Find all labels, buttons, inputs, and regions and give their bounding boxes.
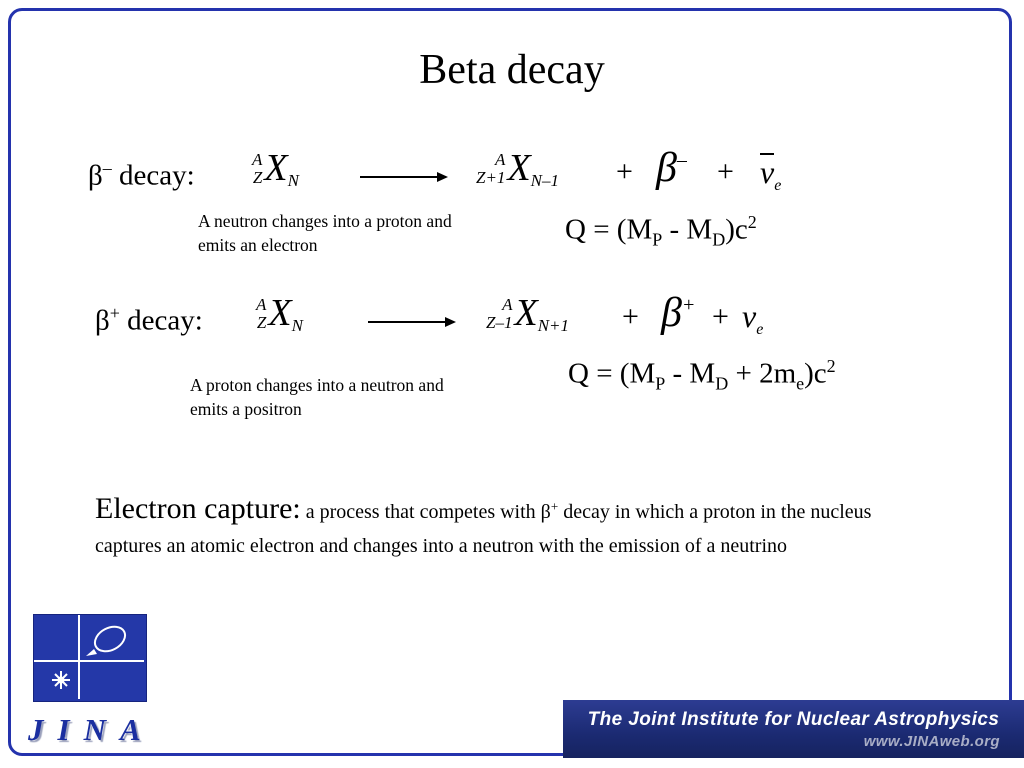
reaction-arrow-icon [368,317,456,327]
plus-sign: + [712,300,729,333]
beta-minus-caption: A neutron changes into a proton and emits… [198,210,452,257]
electron-capture-body: a process that competes with β [300,501,551,523]
plus-sign: + [622,300,639,333]
q-part: )c [725,213,748,246]
neutron-number: N–1 [530,171,559,191]
q-part: - M [665,357,716,390]
mass-number: A [495,150,506,170]
beta-particle: β– [656,147,687,189]
q-sub: P [652,229,663,250]
mass-number: A [252,150,263,170]
mass-number: A [256,295,267,315]
q-part: )c [804,357,827,390]
beta-symbol: β [88,159,103,192]
plus-sign: + [616,155,633,188]
neutron-number: N [287,171,299,191]
jina-logo [33,614,147,702]
atomic-number: Z [252,168,263,188]
atomic-number: Z–1 [486,313,513,333]
logo-letter-n: N [83,712,106,747]
neutrino: νe [742,298,763,338]
beta-charge: – [676,149,687,171]
atomic-number: Z [256,313,267,333]
banner-url: www.JINAweb.org [863,733,1000,750]
beta-plus-label: β+ decay: [95,303,203,338]
jina-logo-icon [34,615,144,699]
beta-plus-sup: + [550,498,559,514]
banner-title: The Joint Institute for Nuclear Astrophy… [587,709,1000,730]
antineutrino: νe [760,153,781,194]
beta-sign: – [102,158,112,178]
q-part: + 2m [728,357,797,390]
element-symbol: X [514,292,538,334]
nu-subscript: e [774,177,782,194]
mass-number: A [502,295,513,315]
plus-sign: + [717,155,734,188]
nu-subscript: e [756,321,764,338]
q-sub: e [796,373,805,394]
beta-particle: β+ [661,292,695,334]
beta-sign: + [109,303,120,323]
logo-letter-j: J [28,712,44,747]
element-symbol: X [264,147,288,189]
q-part: Q = (M [568,357,656,390]
slide-border [8,8,1012,756]
q-sub: P [655,373,666,394]
element-symbol: X [507,147,531,189]
neutron-number: N [291,316,303,336]
decay-word: decay: [111,159,195,192]
decay-word: decay: [119,304,203,337]
electron-capture-paragraph: Electron capture: a process that compete… [95,486,913,561]
beta-plus-caption: A proton changes into a neutron and emits… [190,374,444,421]
nu-overbar: ν [760,153,775,190]
atomic-number: Z+1 [476,168,506,188]
element-symbol: X [268,292,292,334]
caption-line: A neutron changes into a proton and [198,211,452,231]
caption-line: emits a positron [190,398,302,419]
reaction-arrow-icon [360,172,448,182]
caption-line: emits an electron [198,234,318,255]
beta-symbol: β [656,145,677,191]
logo-letter-a: A [119,712,141,747]
q-sub: D [712,229,726,250]
logo-letter-i: I [57,712,70,747]
beta-minus-label: β– decay: [88,158,195,193]
electron-capture-body: decay in which a proton in the nucleus c… [95,501,872,557]
electron-capture-heading: Electron capture: [95,492,301,525]
q-sub: D [715,373,729,394]
q-part: Q = (M [565,213,653,246]
neutron-number: N+1 [537,316,569,336]
nu-symbol: ν [760,154,775,190]
jina-banner: The Joint Institute for Nuclear Astrophy… [563,700,1024,758]
q-value-beta-plus: Q = (MP - MD + 2me)c2 [568,356,836,394]
nu-symbol: ν [742,298,757,334]
caption-line: A proton changes into a neutron and [190,375,444,395]
q-sup: 2 [747,212,757,232]
q-value-beta-minus: Q = (MP - MD)c2 [565,212,757,250]
beta-symbol: β [661,290,682,336]
beta-symbol: β [95,304,110,337]
beta-charge: + [681,294,696,316]
page-title: Beta decay [419,47,605,93]
q-sup: 2 [826,356,836,376]
q-part: - M [662,213,713,246]
